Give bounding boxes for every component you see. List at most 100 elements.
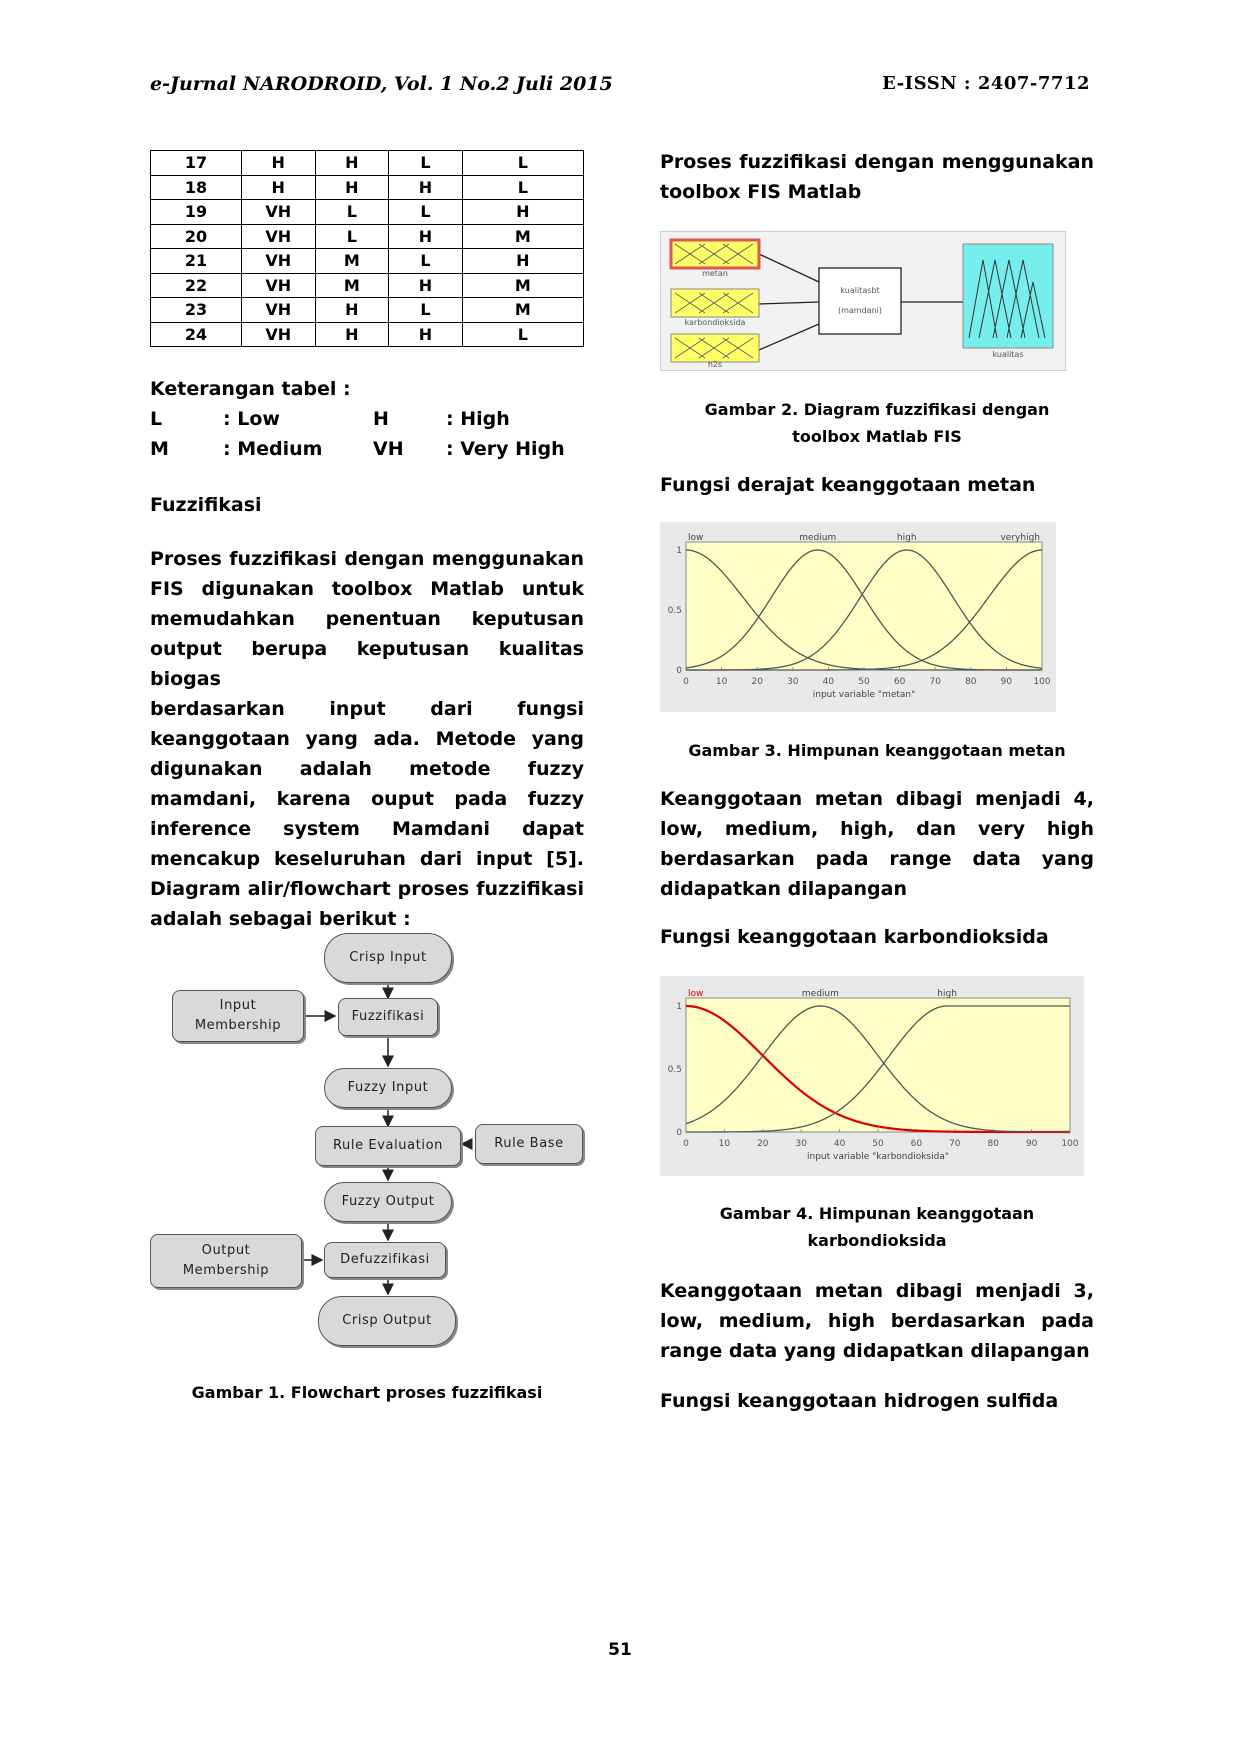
- table-cell: L: [388, 297, 463, 323]
- x-axis-label: input variable "metan": [813, 690, 916, 700]
- input-h2s-label: h2s: [707, 360, 723, 369]
- table-cell: M: [461, 223, 585, 249]
- heading-co2: Fungsi keanggotaan karbondioksida: [660, 926, 1049, 948]
- fis-intro: Proses fuzzifikasi dengan menggunakan to…: [660, 151, 1094, 203]
- input-membership-node: Input Membership: [172, 990, 304, 1042]
- fis-name-label: kualitasbt: [840, 286, 880, 295]
- table-cell: 22: [150, 272, 242, 298]
- table-cell: H: [314, 174, 390, 200]
- table-cell: H: [314, 150, 390, 176]
- series-line-medium: [685, 549, 1042, 671]
- plot-area: [685, 541, 1043, 671]
- x-tick-label: 60: [911, 1139, 923, 1149]
- fis-type-label: (mamdani): [837, 306, 882, 315]
- table-cell: H: [314, 321, 390, 347]
- x-tick-label: 100: [1033, 677, 1050, 687]
- x-tick-label: 90: [1001, 677, 1013, 687]
- output-kualitas-box: [962, 243, 1054, 349]
- table-cell: M: [461, 272, 585, 298]
- issn: E-ISSN : 2407-7712: [882, 73, 1090, 94]
- table-cell: M: [461, 297, 585, 323]
- figure-1-caption: Gambar 1. Flowchart proses fuzzifikasi: [191, 1383, 543, 1402]
- input-metan-label: metan: [702, 269, 728, 278]
- flowchart-figure: Crisp Input Input Membership Fuzzifikasi…: [150, 930, 590, 1350]
- table-cell: 23: [150, 297, 242, 323]
- flowchart-arrows: [302, 982, 473, 1296]
- x-tick-label: 0: [683, 1139, 689, 1149]
- x-tick-label: 50: [858, 677, 870, 687]
- x-tick-label: 70: [929, 677, 941, 687]
- table-cell: VH: [240, 223, 316, 249]
- fis-diagram: metan karbondioksida h2s kualitasbt (mam…: [660, 231, 1066, 371]
- x-tick-label: 70: [949, 1139, 961, 1149]
- legend-value: : High: [446, 408, 510, 430]
- input-h2s-box: [670, 333, 760, 363]
- table-cell: VH: [240, 248, 316, 274]
- table-cell: 21: [150, 248, 242, 274]
- output-membership-node: Output Membership: [150, 1234, 302, 1288]
- x-axis-label: input variable "karbondioksida": [807, 1152, 949, 1162]
- table-cell: H: [240, 174, 316, 200]
- series-label-low: low: [688, 533, 703, 543]
- series-line-high: [685, 1005, 1070, 1133]
- table-cell: 20: [150, 223, 242, 249]
- x-tick-label: 20: [757, 1139, 769, 1149]
- y-tick-label: 0.5: [668, 1065, 682, 1075]
- series-label-low: low: [688, 989, 703, 999]
- metan-paragraph: Keanggotaan metan dibagi menjadi 4, low,…: [660, 788, 1094, 900]
- figure-4-caption: Gambar 4. Himpunan keanggotaan karbondio…: [719, 1204, 1035, 1250]
- co2-paragraph: Keanggotaan metan dibagi menjadi 3, low,…: [660, 1280, 1094, 1362]
- legend-key: M: [150, 438, 169, 460]
- input-karbondioksida-box: [670, 288, 760, 318]
- crisp-output-node: Crisp Output: [318, 1296, 456, 1346]
- table-cell: VH: [240, 199, 316, 225]
- rule-base-node: Rule Base: [475, 1124, 583, 1164]
- x-tick-label: 50: [872, 1139, 884, 1149]
- table-cell: L: [461, 174, 585, 200]
- plot-area: [685, 997, 1071, 1133]
- table-cell: H: [388, 174, 463, 200]
- table-cell: L: [461, 321, 585, 347]
- table-cell: L: [461, 150, 585, 176]
- y-tick-label: 0: [676, 1128, 682, 1138]
- input-metan-box: [669, 238, 761, 270]
- series-line-low: [685, 1004, 1070, 1134]
- table-cell: H: [461, 199, 585, 225]
- table-cell: L: [388, 150, 463, 176]
- table-cell: M: [314, 272, 390, 298]
- legend-key: VH: [373, 438, 404, 460]
- table-cell: 17: [150, 150, 242, 176]
- table-cell: H: [388, 321, 463, 347]
- legend-value: : Medium: [223, 438, 323, 460]
- input-karbondioksida-label: karbondioksida: [684, 318, 746, 327]
- x-tick-label: 60: [894, 677, 906, 687]
- fuzzy-input-node: Fuzzy Input: [324, 1068, 452, 1108]
- series-label-high: high: [897, 533, 917, 543]
- x-tick-label: 30: [787, 677, 799, 687]
- table-cell: H: [388, 223, 463, 249]
- crisp-input-node: Crisp Input: [324, 933, 452, 983]
- x-tick-label: 20: [751, 677, 763, 687]
- y-tick-label: 1: [676, 546, 682, 556]
- figure-3-caption: Gambar 3. Himpunan keanggotaan metan: [688, 741, 1066, 760]
- heading-metan: Fungsi derajat keanggotaan metan: [660, 474, 1036, 496]
- legend-key: L: [150, 408, 163, 430]
- y-tick-label: 0: [676, 666, 682, 676]
- x-tick-label: 80: [965, 677, 977, 687]
- legend-value: : Very High: [446, 438, 565, 460]
- table-cell: L: [314, 223, 390, 249]
- table-cell: 18: [150, 174, 242, 200]
- series-label-veryhigh: veryhigh: [1000, 533, 1040, 543]
- x-tick-label: 10: [719, 1139, 731, 1149]
- series-label-medium: medium: [802, 989, 839, 999]
- legend-key: H: [373, 408, 389, 430]
